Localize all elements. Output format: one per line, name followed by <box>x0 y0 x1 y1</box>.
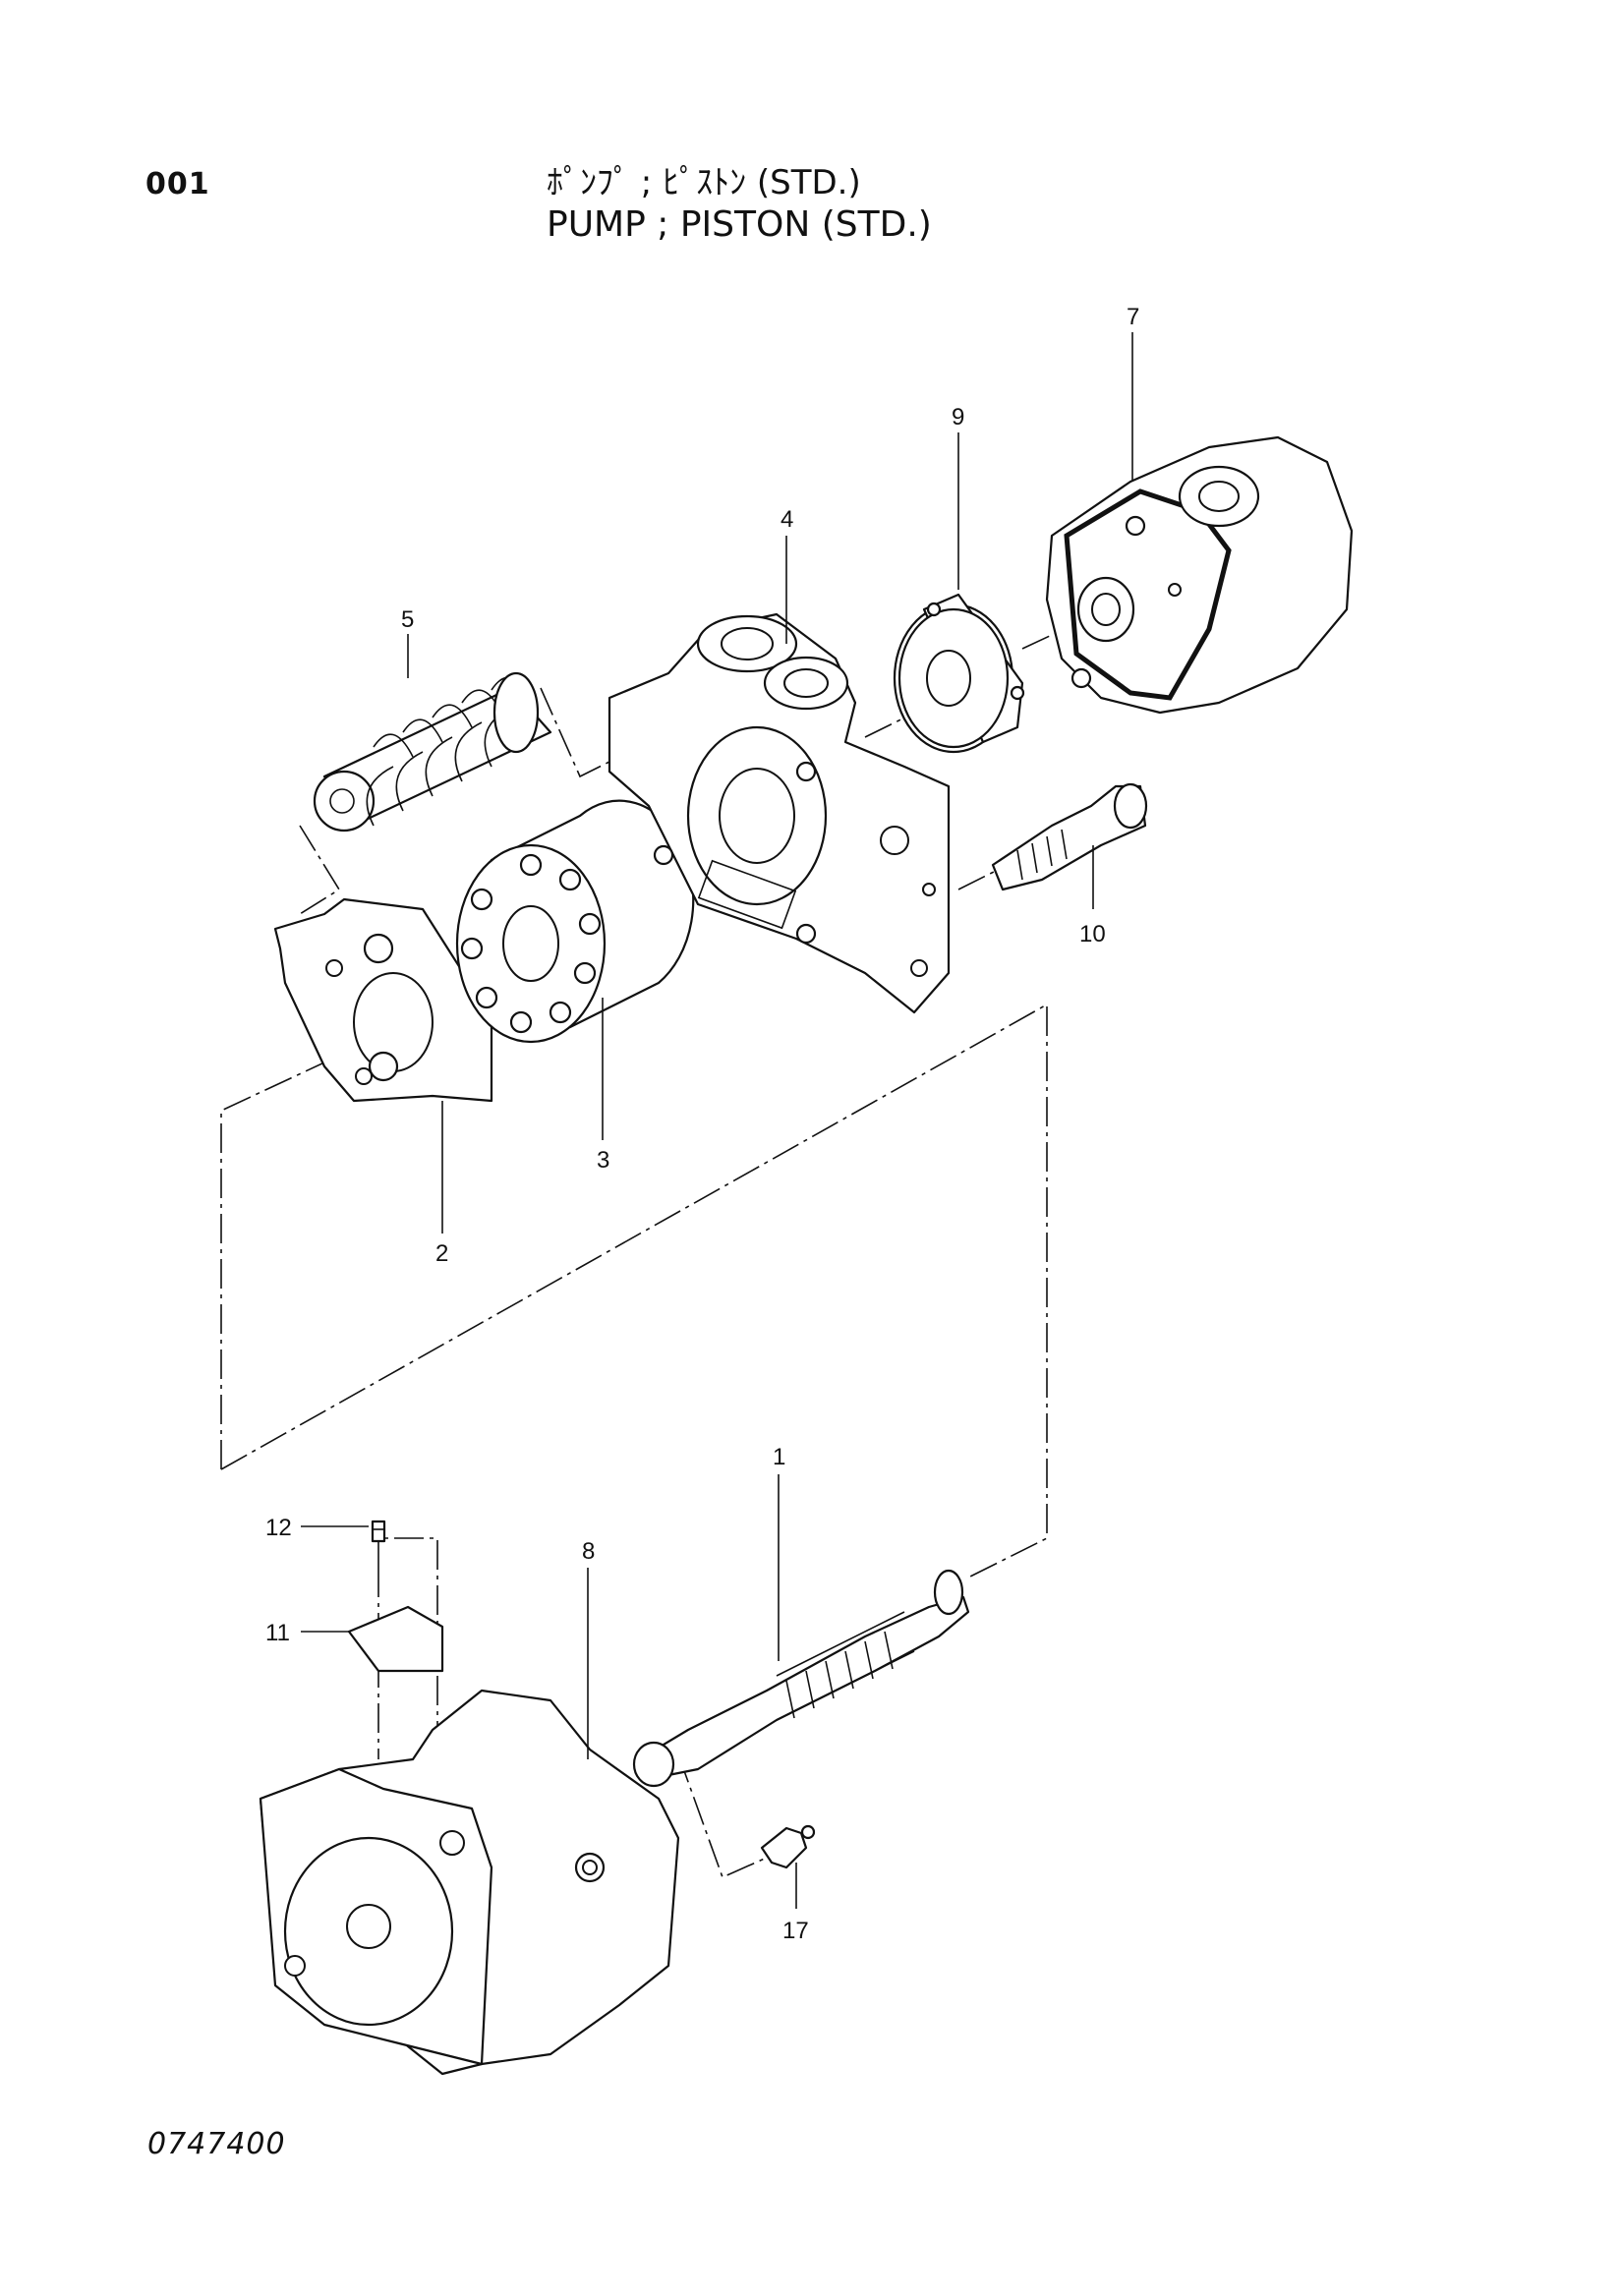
assembly-chain-line <box>957 869 999 890</box>
callout-17: 17 <box>782 1918 809 1944</box>
callout-9: 9 <box>952 404 964 430</box>
drive-shaft-part <box>632 1569 970 1788</box>
relief-valve-part <box>991 782 1148 891</box>
callout-8: 8 <box>582 1538 595 1565</box>
drawing-number: 0747400 <box>147 2127 286 2161</box>
callout-11: 11 <box>265 1620 290 1646</box>
spring-part <box>313 671 552 832</box>
page-number: 001 <box>145 167 210 201</box>
callout-1: 1 <box>773 1444 785 1470</box>
callout-10: 10 <box>1079 921 1106 947</box>
pump-cover-part <box>1045 435 1354 715</box>
title-english: PUMP ; PISTON (STD.) <box>547 204 932 245</box>
pump-body-part <box>259 1689 680 2076</box>
callout-4: 4 <box>781 506 793 533</box>
title-japanese: ﾎﾟﾝﾌﾟ ; ﾋﾟｽﾄﾝ (STD.) <box>547 163 861 202</box>
assembly-chain-line <box>220 1041 370 1469</box>
valve-plate-part <box>273 897 493 1103</box>
screw-part <box>371 1520 386 1543</box>
pump-housing-part <box>608 612 951 1014</box>
callout-5: 5 <box>401 606 414 633</box>
callout-2: 2 <box>435 1240 448 1267</box>
assembly-chain-line <box>299 825 341 915</box>
grease-fitting-part <box>760 1824 816 1869</box>
callout-3: 3 <box>597 1147 609 1174</box>
callout-7: 7 <box>1127 304 1139 330</box>
nameplate-part <box>347 1605 444 1673</box>
assembly-chain-line <box>677 1753 768 1879</box>
callout-12: 12 <box>265 1515 292 1541</box>
assembly-chain-line <box>220 1003 1048 1578</box>
port-plate-part <box>893 593 1025 754</box>
cylinder-block-part <box>455 799 695 1044</box>
